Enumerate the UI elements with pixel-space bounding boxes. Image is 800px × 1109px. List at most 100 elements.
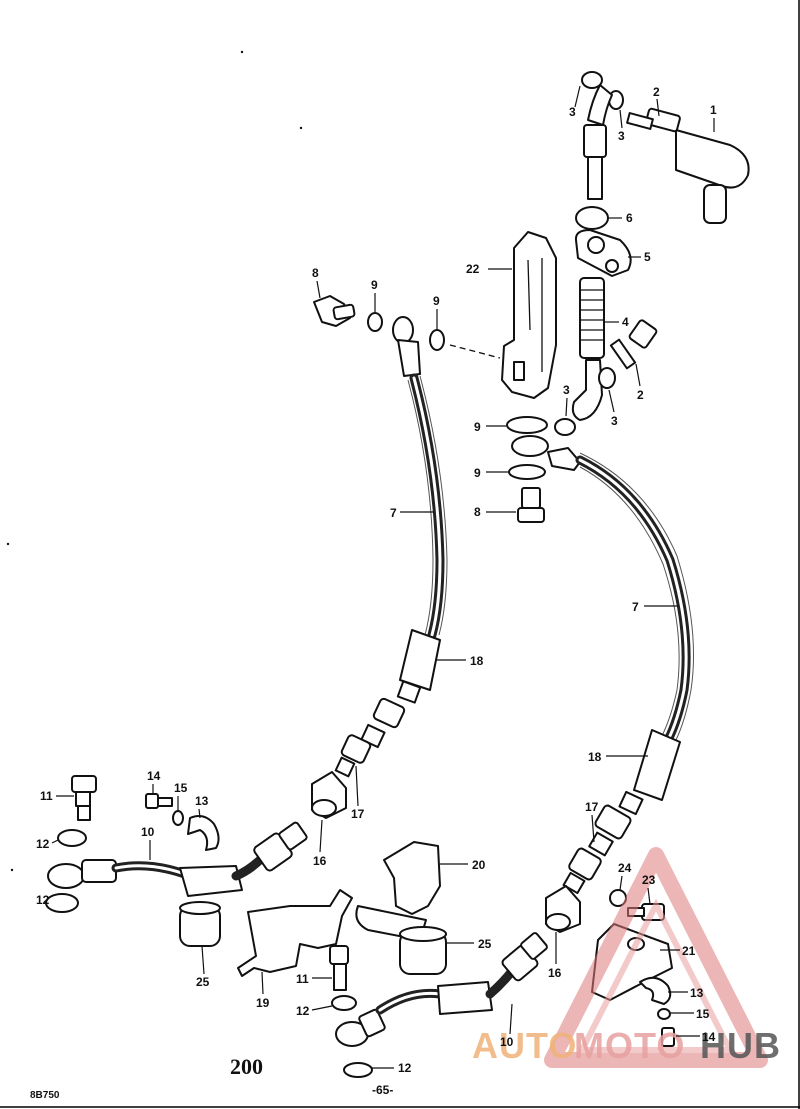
part-6-washer (575, 206, 609, 230)
catalog-code: 8B750 (30, 1090, 60, 1101)
part-10-hose-lower (335, 932, 548, 1047)
callout-16-right: 16 (548, 966, 562, 980)
watermark-text: AUTO MOTO HUB (472, 1025, 781, 1066)
part-10-hose-left (47, 853, 267, 897)
callout-9-b: 9 (433, 294, 440, 308)
callout-1: 1 (710, 103, 717, 117)
callout-23: 23 (642, 873, 656, 887)
part-7-hose-left (392, 316, 448, 640)
callout-2-upper: 2 (653, 85, 660, 99)
callout-16-left: 16 (313, 854, 327, 868)
scan-speck (240, 50, 244, 54)
watermark-text-auto: AUTO (472, 1025, 577, 1066)
part-12-washer-c (331, 995, 357, 1011)
part-22-mount-bracket (501, 231, 557, 399)
callout-24: 24 (618, 861, 632, 875)
callout-9-c: 9 (474, 420, 481, 434)
part-11-bolt-lower (329, 945, 349, 991)
callout-12-a: 12 (36, 837, 50, 851)
callout-17-right: 17 (585, 800, 599, 814)
callout-12-c: 12 (296, 1004, 310, 1018)
part-13-clamp-right (639, 976, 672, 1005)
part-5-bracket (574, 229, 632, 277)
part-7-hose-right (547, 447, 694, 745)
hose-end-left (360, 680, 422, 749)
part-4-hose-section (579, 277, 605, 359)
callout-25-right: 25 (478, 937, 492, 951)
part-19-bracket (237, 889, 353, 977)
part-9-washer-a (367, 312, 383, 332)
part-8-banjo-bolt-center (517, 487, 545, 523)
alignment-dash-line (449, 344, 501, 359)
hose-end-lower-left (253, 821, 308, 872)
part-2-bolt-right (609, 319, 658, 370)
callout-14-left: 14 (147, 769, 161, 783)
callout-19: 19 (256, 996, 270, 1010)
callout-5: 5 (644, 250, 651, 264)
part-18-protector-left (399, 629, 441, 691)
scan-speck (6, 542, 10, 546)
page-number: 200 (230, 1054, 263, 1079)
callout-12-b: 12 (36, 893, 50, 907)
callout-8-center: 8 (474, 505, 481, 519)
part-14-bolt-small-right (661, 1027, 675, 1047)
callout-3-mid: 3 (563, 383, 570, 397)
part-16-spacer-left (311, 771, 347, 819)
callout-10-lower: 10 (500, 1035, 514, 1049)
part-16-spacer-right (545, 885, 581, 933)
callout-3-right: 3 (611, 414, 618, 428)
callout-7-left: 7 (390, 506, 397, 520)
folio-number: -65- (372, 1083, 393, 1097)
callout-9-a: 9 (371, 278, 378, 292)
callout-17-left: 17 (351, 807, 365, 821)
part-12-washer-b (45, 893, 79, 913)
callout-13-right: 13 (690, 986, 704, 1000)
part-9-washer-c (506, 416, 548, 434)
part-25-sleeve-right (399, 926, 447, 975)
watermark-logo (544, 847, 768, 1068)
hose-end-right (588, 790, 644, 857)
callout-14-right: 14 (702, 1030, 716, 1044)
callout-20: 20 (472, 858, 486, 872)
callout-12-d: 12 (398, 1061, 412, 1075)
part-17-grommet-right (562, 847, 602, 895)
callout-7-right: 7 (632, 600, 639, 614)
part-14-bolt-small-left (145, 793, 173, 809)
watermark-inner-triangle-icon (577, 898, 735, 1053)
callout-3-upper-right: 3 (618, 129, 625, 143)
lower-banjo-fitting (554, 359, 603, 436)
part-17-grommet-left (334, 734, 372, 778)
part-15-nut-right (657, 1008, 671, 1020)
callout-18-left: 18 (470, 654, 484, 668)
callout-6: 6 (626, 211, 633, 225)
part-2-bolt-upper (626, 107, 681, 133)
part-13-clamp-left (187, 815, 220, 851)
scan-speck (10, 868, 14, 872)
callout-25-left: 25 (196, 975, 210, 989)
callout-8-left: 8 (312, 266, 319, 280)
part-11-bolt-left (71, 775, 97, 821)
part-3-washer-right (598, 367, 616, 389)
callout-11-left: 11 (40, 789, 53, 803)
callout-18-right: 18 (588, 750, 602, 764)
callout-15-left: 15 (174, 781, 188, 795)
callouts: 1 2 3 3 6 22 5 4 2 3 3 8 9 (36, 85, 717, 1075)
callout-13-left: 13 (195, 794, 209, 808)
part-12-washer-a (57, 829, 87, 847)
part-18-protector-right (633, 729, 681, 801)
part-9-washer-d (508, 464, 546, 480)
part-20-bracket (355, 841, 441, 941)
part-8-banjo-bolt-left (313, 295, 356, 327)
callout-3-upper-left: 3 (569, 105, 576, 119)
callout-2-right: 2 (637, 388, 644, 402)
callout-4: 4 (622, 315, 629, 329)
callout-21: 21 (682, 944, 696, 958)
watermark-text-hub: HUB (700, 1025, 781, 1066)
part-25-sleeve-left (179, 901, 221, 947)
part-1-cap (675, 129, 750, 224)
callout-9-d: 9 (474, 466, 481, 480)
watermark-triangle-icon (544, 847, 768, 1068)
callout-10-left: 10 (141, 825, 155, 839)
